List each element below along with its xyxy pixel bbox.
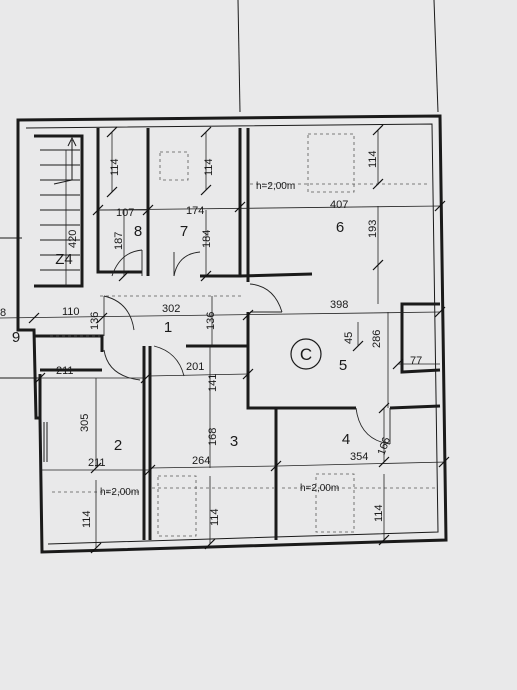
dim-302: 302: [162, 303, 180, 315]
paper-edges: [0, 0, 439, 379]
dim-141: 141: [207, 374, 219, 392]
dashed-elements: [50, 133, 438, 537]
room-label-1: 1: [164, 319, 172, 336]
dim-114-8: 114: [109, 158, 121, 176]
dim-110: 110: [62, 306, 80, 318]
room-label-6: 6: [336, 219, 344, 236]
interior-walls: [34, 128, 441, 540]
staircase: [40, 136, 80, 271]
dim-286: 286: [371, 330, 383, 348]
door-swings: [103, 249, 391, 445]
ceiling-notes: h=2,00m h=2,00m h=2,00m: [100, 181, 339, 498]
dim-114-4: 114: [373, 504, 385, 522]
dim-114-2: 114: [81, 510, 93, 528]
dim-211a: 211: [56, 365, 74, 377]
dim-114-6: 114: [367, 150, 379, 168]
ceiling-note-room-4: h=2,00m: [300, 483, 339, 494]
ceiling-note-room-6: h=2,00m: [256, 181, 295, 192]
dim-77: 77: [410, 355, 422, 367]
dim-45: 45: [343, 332, 355, 344]
section-mark-label: C: [300, 345, 312, 364]
dim-211b: 211: [88, 457, 106, 469]
room-label-4: 4: [342, 431, 350, 448]
dim-136a: 136: [89, 312, 101, 330]
dim-420: 420: [67, 230, 79, 248]
room-label-5: 5: [339, 357, 347, 374]
room-label-7: 7: [180, 223, 188, 240]
dimension-texts: 420 110 136 8 114 107 187 114 174 184 30…: [0, 150, 422, 528]
dim-114-3: 114: [209, 508, 221, 526]
dim-398: 398: [330, 299, 348, 311]
dim-114-7: 114: [203, 158, 215, 176]
dim-166: 166: [376, 436, 394, 457]
dim-136b: 136: [205, 312, 217, 330]
room-label-9: 9: [12, 329, 20, 346]
dim-193: 193: [367, 220, 379, 238]
staircase-label: Z4: [55, 251, 73, 268]
ceiling-note-room-2: h=2,00m: [100, 487, 139, 498]
dim-187: 187: [113, 232, 125, 250]
dim-305: 305: [79, 414, 91, 432]
section-mark: C: [290, 338, 322, 370]
room-label-8: 8: [134, 223, 142, 240]
dim-8: 8: [0, 307, 6, 319]
dim-407: 407: [330, 199, 348, 211]
dim-354: 354: [350, 451, 368, 463]
dim-184: 184: [201, 230, 213, 248]
dim-168: 168: [207, 428, 219, 446]
room-label-3: 3: [230, 433, 238, 450]
room-label-2: 2: [114, 437, 122, 454]
dimension-lines: [0, 130, 447, 548]
room-labels: 1 2 3 4 5 6 7 8 9 Z4: [12, 219, 350, 454]
dimension-ticks: [28, 124, 450, 554]
dim-174: 174: [186, 205, 204, 217]
dim-264: 264: [192, 455, 210, 467]
dim-201: 201: [186, 361, 204, 373]
window-marks: [43, 422, 48, 462]
dim-107: 107: [116, 207, 134, 219]
